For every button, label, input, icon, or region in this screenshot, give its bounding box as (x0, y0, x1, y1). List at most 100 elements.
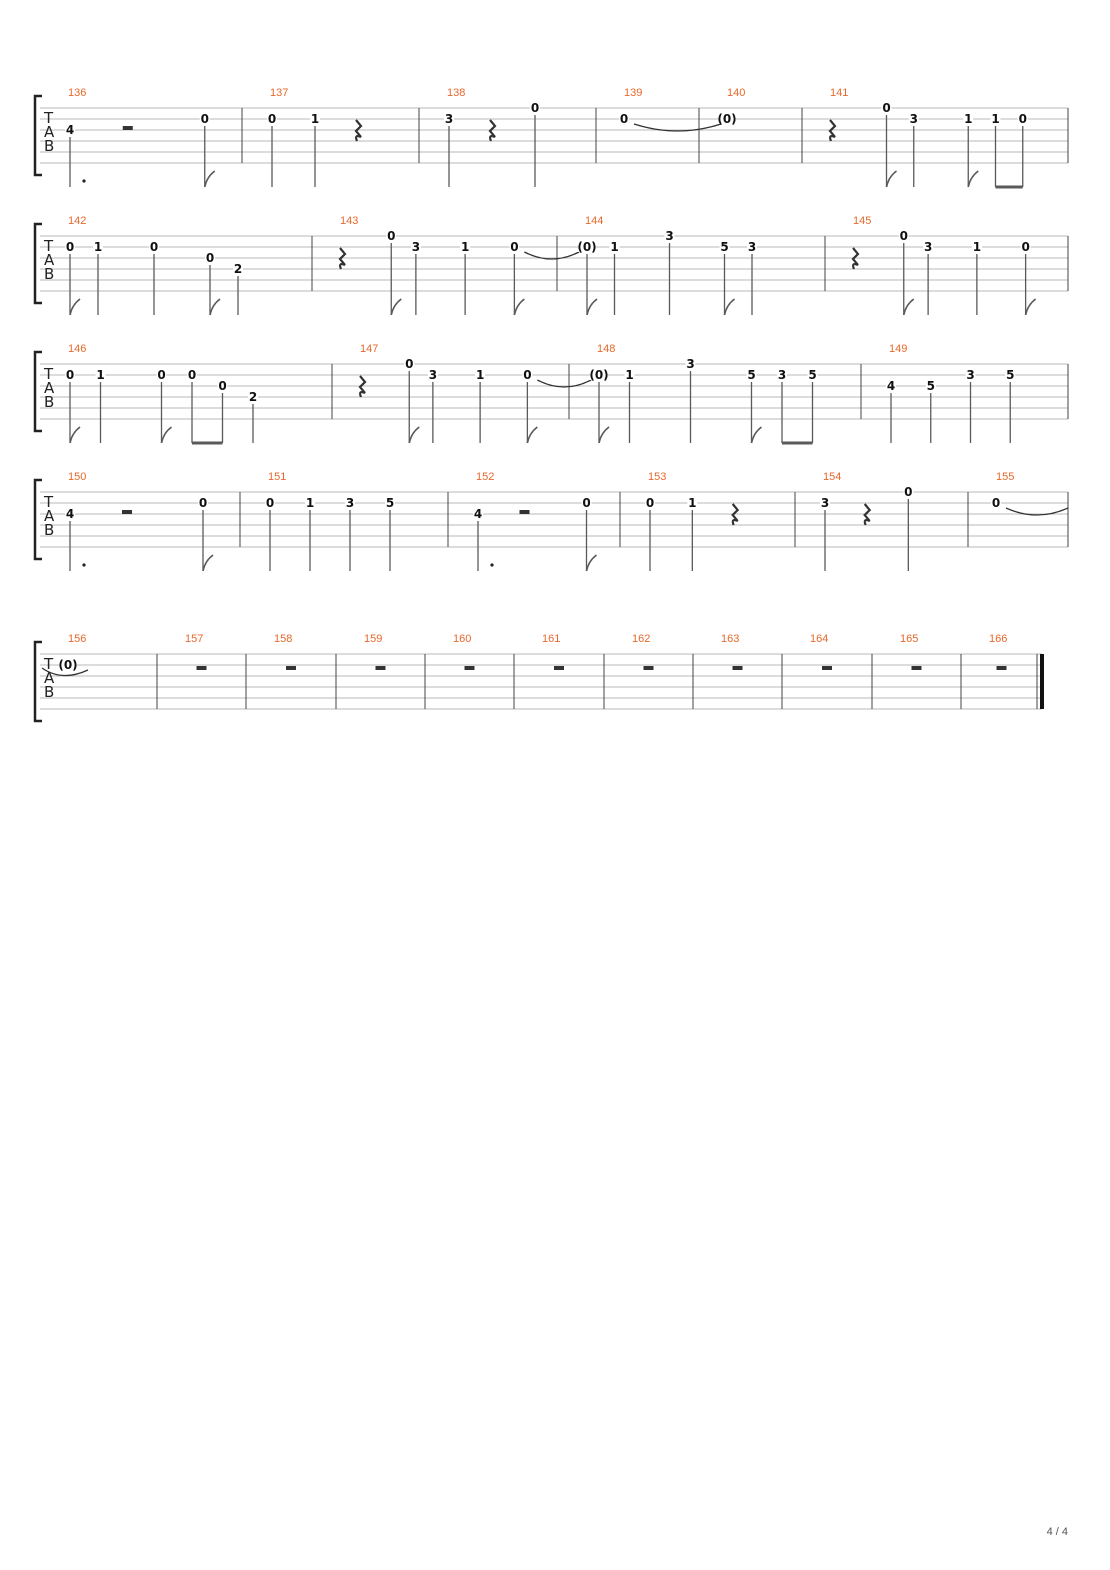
fret-number: 2 (234, 262, 242, 276)
fret-background (991, 497, 1001, 508)
fret-background (903, 486, 914, 497)
fret-number: 5 (720, 240, 728, 254)
fret-background (664, 230, 675, 241)
fret-background (624, 369, 635, 380)
fret-number: (0) (577, 240, 596, 254)
fret-background (267, 113, 277, 124)
fret-background (410, 241, 421, 252)
fret-background (475, 369, 486, 380)
augmentation-dot (82, 179, 86, 183)
tab-clef-letter: B (44, 137, 54, 155)
eighth-flag (526, 426, 538, 444)
fret-number: 3 (445, 112, 453, 126)
eighth-flag (69, 426, 81, 444)
tab-clef-letter: A (44, 379, 55, 397)
fret-background (777, 369, 787, 380)
fret-background (59, 659, 77, 670)
fret-background (881, 102, 892, 113)
fret-number: 0 (900, 229, 908, 243)
measure-number: 163 (721, 633, 739, 645)
fret-number: 0 (620, 112, 628, 126)
tie-arc (41, 667, 89, 677)
fret-number: 1 (94, 240, 102, 254)
fret-background (305, 497, 315, 508)
fret-background (590, 369, 608, 380)
fret-number: 0 (992, 496, 1000, 510)
fret-number: 1 (610, 240, 618, 254)
fret-number: 3 (924, 240, 932, 254)
fret-background (687, 497, 698, 508)
fret-background (509, 241, 520, 252)
measure-number: 141 (830, 87, 848, 99)
measure-number: 150 (68, 471, 86, 483)
system-bracket (33, 478, 42, 561)
whole-rest (554, 666, 564, 670)
eighth-flag (69, 298, 81, 316)
fret-background (530, 102, 540, 113)
fret-number: 5 (386, 496, 394, 510)
measure-number: 160 (453, 633, 471, 645)
measure-number: 164 (810, 633, 828, 645)
tab-clef-letter: A (44, 507, 55, 525)
fret-number: 5 (808, 368, 816, 382)
fret-background (963, 113, 974, 124)
fret-background (187, 369, 197, 380)
measure-number: 151 (268, 471, 286, 483)
fret-background (685, 358, 696, 369)
fret-number: 3 (686, 357, 694, 371)
tab-clef-letter: B (44, 521, 54, 539)
tab-clef-letter: B (44, 393, 54, 411)
system-bracket (33, 350, 42, 433)
fret-number: 5 (1006, 368, 1014, 382)
tie-arc (633, 123, 722, 132)
fret-background (719, 241, 730, 252)
fret-number: 0 (66, 240, 74, 254)
fret-number: 1 (688, 496, 696, 510)
fret-background (310, 113, 320, 124)
fret-background (205, 252, 215, 263)
whole-rest (911, 666, 922, 670)
tab-clef-letter: T (43, 109, 54, 127)
quarter-rest (358, 375, 367, 398)
quarter-rest (338, 247, 347, 270)
fret-number: 0 (268, 112, 276, 126)
measure-number: 142 (68, 215, 86, 227)
measure-number: 136 (68, 87, 86, 99)
quarter-rest (731, 503, 740, 526)
augmentation-dot (490, 563, 494, 567)
fret-background (747, 241, 757, 252)
measure-number: 138 (447, 87, 465, 99)
fret-background (578, 241, 596, 252)
tab-clef-letter: T (43, 365, 54, 383)
system-bracket (33, 640, 42, 723)
fret-number: (0) (589, 368, 608, 382)
fret-number: 0 (266, 496, 274, 510)
half-rest (122, 126, 133, 130)
fret-background (807, 369, 818, 380)
fret-number: 3 (821, 496, 829, 510)
eighth-flag (408, 426, 420, 444)
quarter-rest (828, 119, 837, 142)
fret-background (65, 241, 75, 252)
tab-clef-letter: T (43, 655, 54, 673)
fret-number: 0 (582, 496, 590, 510)
fret-number: 4 (474, 507, 482, 521)
fret-background (908, 113, 919, 124)
fret-number: 3 (778, 368, 786, 382)
fret-number: 0 (646, 496, 654, 510)
fret-background (95, 369, 106, 380)
fret-number: 0 (405, 357, 413, 371)
fret-background (460, 241, 471, 252)
eighth-flag (202, 554, 214, 572)
tab-clef-letter: B (44, 265, 54, 283)
system-bracket (33, 94, 42, 177)
fret-number: 0 (523, 368, 531, 382)
measure-number: 161 (542, 633, 560, 645)
fret-number: 3 (748, 240, 756, 254)
fret-background (93, 241, 103, 252)
eighth-flag (209, 298, 221, 316)
measure-number: 140 (727, 87, 745, 99)
fret-number: 1 (461, 240, 469, 254)
measure-number: 149 (889, 343, 907, 355)
